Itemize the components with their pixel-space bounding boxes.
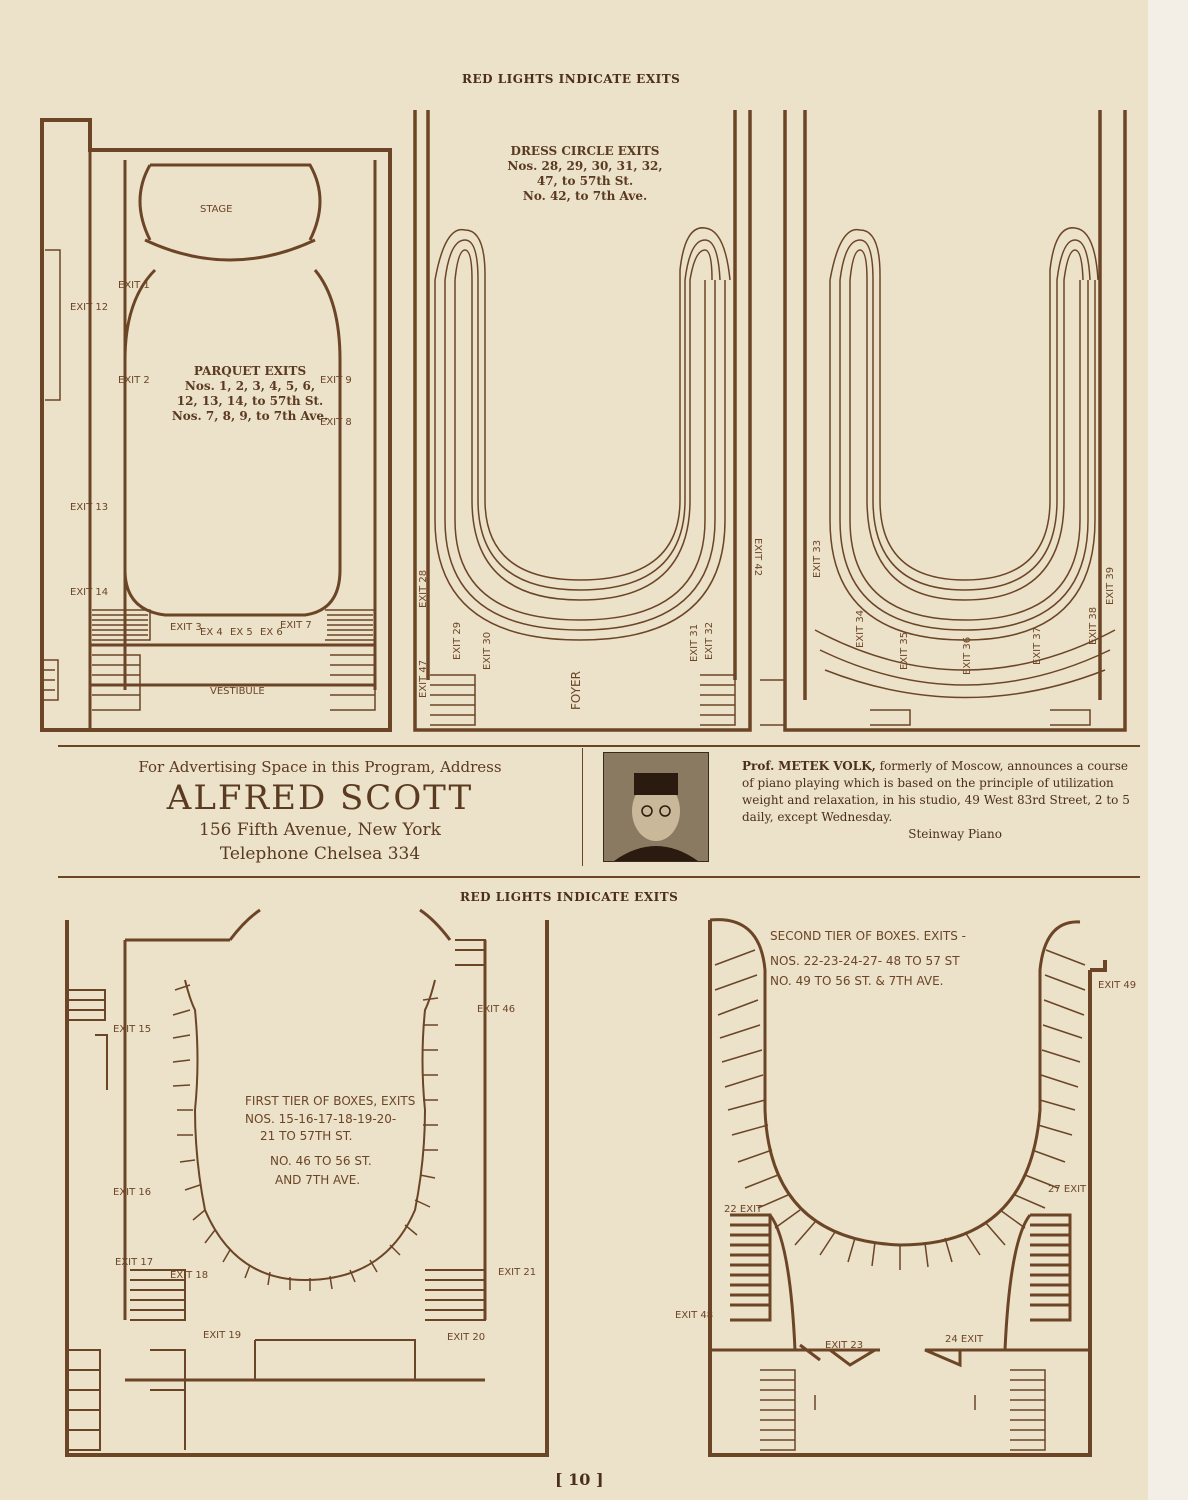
exit-2: EXIT 2 (118, 375, 150, 386)
exit-33: EXIT 33 (812, 540, 823, 578)
exit-36: EXIT 36 (962, 637, 973, 675)
first-tier-line2: NOS. 15-16-17-18-19-20- (245, 1112, 396, 1126)
exit-39: EXIT 39 (1105, 567, 1116, 605)
exit-29: EXIT 29 (452, 622, 463, 660)
exit-47: EXIT 47 (418, 660, 429, 698)
piano-ad-text: formerly of Moscow, announces a course o… (742, 759, 1130, 824)
piano-ad-signature: Steinway Piano (908, 827, 1002, 841)
exit-35: EXIT 35 (899, 632, 910, 670)
second-tier-line3: NO. 49 TO 56 ST. & 7TH AVE. (770, 974, 944, 988)
foyer-label: FOYER (569, 671, 583, 710)
exit-20: EXIT 20 (447, 1332, 485, 1343)
exit-4: EX 4 (200, 627, 223, 638)
dress-circle-plan: FOYER EXIT 28 EXIT 29 EXIT 30 EXIT 31 EX… (413, 110, 1127, 732)
ad-phone: Telephone Chelsea 334 (219, 844, 421, 864)
exit-34: EXIT 34 (855, 610, 866, 648)
exit-13: EXIT 13 (70, 502, 108, 513)
parquet-line1: Nos. 1, 2, 3, 4, 5, 6, (184, 379, 316, 393)
exit-23: EXIT 23 (825, 1340, 863, 1351)
exit-31: EXIT 31 (689, 624, 700, 662)
exit-22: 22 EXIT (724, 1204, 763, 1215)
ad-address-line: For Advertising Space in this Program, A… (138, 758, 502, 776)
exit-42: EXIT 42 (752, 538, 763, 576)
portrait-icon (604, 753, 708, 861)
exit-30: EXIT 30 (482, 632, 493, 670)
ad-divider (582, 748, 583, 866)
dress-circle-line2: 47, to 57th St. (536, 174, 634, 188)
first-tier-line1: FIRST TIER OF BOXES, EXITS (245, 1094, 415, 1108)
first-tier-plan: FIRST TIER OF BOXES, EXITS NOS. 15-16-17… (65, 908, 549, 1457)
exit-14: EXIT 14 (70, 587, 108, 598)
torn-page-edge (1148, 0, 1188, 1500)
dress-circle-label: DRESS CIRCLE EXITS Nos. 28, 29, 30, 31, … (470, 144, 700, 204)
piano-ad-prefix: Prof. (742, 759, 775, 773)
exit-6: EX 6 (260, 627, 283, 638)
exit-8: EXIT 8 (320, 417, 352, 428)
exit-28: EXIT 28 (418, 570, 429, 608)
second-tier-plan: SECOND TIER OF BOXES. EXITS - NOS. 22-23… (675, 918, 1136, 1457)
page-number: [ 10 ] (555, 1470, 604, 1489)
parquet-exits-label: PARQUET EXITS Nos. 1, 2, 3, 4, 5, 6, 12,… (140, 364, 360, 424)
dress-circle-line1: Nos. 28, 29, 30, 31, 32, (507, 159, 663, 173)
exit-5: EX 5 (230, 627, 253, 638)
exit-15: EXIT 15 (113, 1024, 151, 1035)
exit-18: EXIT 18 (170, 1270, 208, 1281)
exit-19: EXIT 19 (203, 1330, 241, 1341)
exit-49: EXIT 49 (1098, 980, 1136, 991)
dress-circle-line3: No. 42, to 7th Ave. (522, 189, 648, 203)
piano-ad-body: Prof. METEK VOLK, formerly of Moscow, an… (742, 758, 1132, 826)
exit-46: EXIT 46 (477, 1004, 515, 1015)
parquet-title: PARQUET EXITS (193, 364, 307, 378)
exit-3: EXIT 3 (170, 622, 202, 633)
exit-24: 24 EXIT (945, 1334, 984, 1345)
piano-ad: Prof. METEK VOLK, formerly of Moscow, an… (742, 758, 1132, 843)
ad-address: 156 Fifth Avenue, New York (199, 820, 441, 840)
second-tier-line1: SECOND TIER OF BOXES. EXITS - (770, 929, 966, 943)
first-tier-line5: AND 7TH AVE. (275, 1173, 360, 1187)
first-tier-line3: 21 TO 57TH ST. (260, 1129, 352, 1143)
stage-label: STAGE (200, 204, 232, 215)
ad-bottom-rule (58, 876, 1140, 878)
exit-21: EXIT 21 (498, 1267, 536, 1278)
parquet-line2: 12, 13, 14, to 57th St. (176, 394, 324, 408)
piano-ad-name: METEK VOLK, (778, 759, 876, 773)
vestibule-label: VESTIBULE (210, 686, 265, 697)
exit-37: EXIT 37 (1032, 627, 1043, 665)
parquet-plan: STAGE VESTIBULE EXIT 1 EXIT 2 EXIT 3 EX … (40, 118, 392, 732)
exit-32: EXIT 32 (704, 622, 715, 660)
exit-12: EXIT 12 (70, 302, 108, 313)
exit-38: EXIT 38 (1088, 607, 1099, 645)
top-header: RED LIGHTS INDICATE EXITS (462, 72, 681, 86)
first-tier-line4: NO. 46 TO 56 ST. (270, 1154, 372, 1168)
exit-27: 27 EXIT (1048, 1184, 1087, 1195)
parquet-line3: Nos. 7, 8, 9, to 7th Ave. (171, 409, 329, 423)
middle-header: RED LIGHTS INDICATE EXITS (460, 890, 679, 904)
second-tier-line2: NOS. 22-23-24-27- 48 TO 57 ST (770, 954, 960, 968)
exit-9: EXIT 9 (320, 375, 352, 386)
exit-7: EXIT 7 (280, 620, 312, 631)
exit-17: EXIT 17 (115, 1257, 153, 1268)
portrait-photo (603, 752, 709, 862)
ad-name: ALFRED SCOTT (166, 778, 474, 818)
dress-circle-title: DRESS CIRCLE EXITS (510, 144, 660, 158)
exit-48: EXIT 48 (675, 1310, 713, 1321)
advertising-ad: For Advertising Space in this Program, A… (60, 752, 580, 864)
exit-1: EXIT 1 (118, 280, 150, 291)
ad-top-rule (58, 745, 1140, 747)
exit-16: EXIT 16 (113, 1187, 151, 1198)
